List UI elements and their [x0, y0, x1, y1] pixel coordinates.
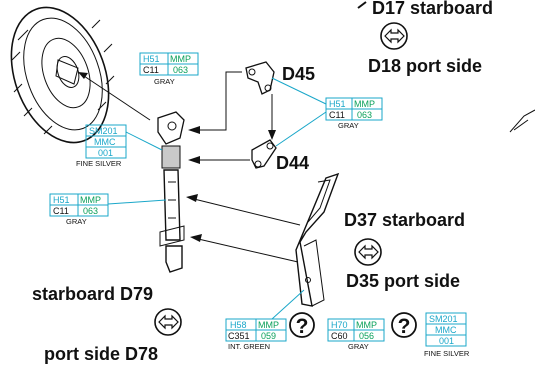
- svg-text:063: 063: [173, 65, 188, 75]
- label-d37-starboard: D37 starboard: [344, 210, 465, 230]
- swap-arrows-icon: [154, 308, 182, 336]
- svg-text:C60: C60: [331, 331, 348, 341]
- svg-text:C11: C11: [53, 206, 69, 216]
- color-code-box-wheel: H51 MMP C11 063 GRAY: [139, 52, 199, 86]
- color-code-box-silver-bottom: SM201 MMC 001 FINE SILVER: [424, 312, 470, 358]
- svg-text:FINE SILVER: FINE SILVER: [424, 349, 470, 358]
- svg-text:GRAY: GRAY: [348, 342, 369, 351]
- link-d45-drawing: [245, 61, 275, 95]
- svg-text:SM201: SM201: [89, 126, 118, 136]
- svg-text:GRAY: GRAY: [338, 121, 359, 130]
- color-code-box-strut-gray: H51 MMP C11 063 GRAY: [49, 193, 109, 226]
- svg-text:MMP: MMP: [354, 99, 375, 109]
- svg-text:MMP: MMP: [258, 320, 279, 330]
- svg-text:001: 001: [98, 148, 113, 158]
- svg-text:059: 059: [261, 331, 276, 341]
- swap-arrows-icon: [380, 22, 408, 50]
- label-port-side-d78: port side D78: [44, 344, 158, 364]
- label-d44: D44: [276, 153, 309, 173]
- question-mark-icon: ?: [391, 312, 417, 338]
- landing-strut-drawing: [157, 111, 185, 273]
- color-code-box-strut-silver: SM201 MMC 001 FINE SILVER: [76, 124, 127, 168]
- svg-text:001: 001: [439, 336, 454, 346]
- svg-text:056: 056: [359, 331, 374, 341]
- svg-text:C11: C11: [329, 110, 345, 120]
- label-d18-port-side: D18 port side: [368, 56, 482, 76]
- svg-text:FINE SILVER: FINE SILVER: [76, 159, 122, 168]
- label-d35-port-side: D35 port side: [346, 271, 460, 291]
- swap-arrows-icon: [354, 238, 382, 266]
- svg-text:GRAY: GRAY: [66, 217, 87, 226]
- svg-text:063: 063: [83, 206, 98, 216]
- door-panel-drawing: [295, 172, 340, 307]
- svg-text:?: ?: [296, 315, 309, 338]
- svg-text:MMP: MMP: [170, 54, 191, 64]
- svg-text:MMC: MMC: [435, 325, 457, 335]
- svg-text:H58: H58: [230, 320, 247, 330]
- svg-text:C351: C351: [228, 331, 250, 341]
- svg-text:C11: C11: [143, 65, 159, 75]
- svg-text:MMC: MMC: [94, 137, 116, 147]
- svg-text:MMP: MMP: [80, 195, 101, 205]
- color-code-box-link: H51 MMP C11 063 GRAY: [325, 97, 383, 130]
- color-code-box-gray-bottom: H70 MMP C60 056 GRAY: [327, 318, 385, 351]
- wheel-drawing: [10, 6, 115, 144]
- question-mark-icon: ?: [289, 312, 315, 338]
- svg-text:INT. GREEN: INT. GREEN: [228, 342, 270, 351]
- svg-text:?: ?: [398, 315, 411, 338]
- svg-text:H70: H70: [331, 320, 348, 330]
- link-d44-drawing: [251, 139, 277, 169]
- label-d45: D45: [282, 64, 315, 84]
- svg-text:SM201: SM201: [429, 314, 458, 324]
- svg-text:H51: H51: [53, 195, 70, 205]
- svg-text:063: 063: [357, 110, 372, 120]
- label-d17-starboard: D17 starboard: [372, 0, 493, 18]
- svg-text:MMP: MMP: [356, 320, 377, 330]
- label-starboard-d79: starboard D79: [32, 284, 153, 304]
- color-code-box-int-green: H58 MMP C351 059 INT. GREEN: [225, 318, 287, 351]
- svg-text:H51: H51: [329, 99, 346, 109]
- svg-text:GRAY: GRAY: [154, 77, 175, 86]
- svg-text:H51: H51: [143, 54, 160, 64]
